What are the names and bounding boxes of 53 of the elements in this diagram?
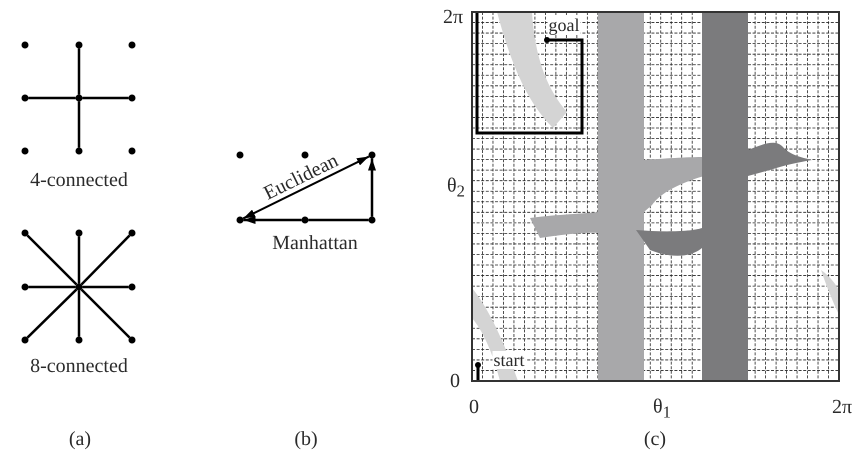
grid-point: [236, 216, 244, 224]
caption-label: 4-connected: [30, 170, 128, 190]
grid-point: [236, 152, 244, 158]
axis-label: 2π: [442, 7, 464, 27]
connector-line: [26, 234, 78, 286]
connector-line: [78, 102, 80, 148]
panel-label: (c): [644, 429, 666, 449]
panel-label: (b): [294, 429, 318, 449]
grid-point: [302, 152, 308, 158]
grid-point: [128, 148, 136, 154]
grid-point: [76, 148, 82, 154]
grid-point: [128, 94, 136, 102]
grid-point: [22, 148, 28, 154]
grid-point: [76, 94, 82, 102]
grid-point: [128, 336, 136, 344]
grid-point: [128, 284, 136, 290]
connector-line: [78, 236, 80, 284]
grid-point: [76, 42, 82, 48]
grid-point: [22, 230, 28, 236]
connector-line: [80, 234, 130, 286]
axis-label: start: [492, 351, 526, 369]
connector-line: [26, 288, 78, 338]
connector-line: [28, 286, 76, 288]
panel-label: (a): [68, 429, 92, 449]
grid-point: [22, 42, 28, 48]
grid-point: [302, 216, 308, 224]
grid-point: [368, 152, 376, 158]
caption-label: 8-connected: [30, 356, 128, 376]
grid-point: [128, 230, 136, 236]
grid-point: [368, 216, 376, 224]
connector-line: [82, 96, 128, 100]
connector-line: [78, 48, 80, 94]
grid-point: [22, 284, 28, 290]
axis-label: θ$_{1}$: [653, 396, 671, 422]
connector-line: [28, 96, 76, 100]
axis-label: 0: [450, 371, 460, 391]
connector-line: [308, 218, 368, 222]
arrow: [368, 158, 376, 216]
arrow: [242, 156, 370, 220]
axis-label: θ$_{2}$: [447, 176, 465, 200]
caption-label: Manhattan: [272, 233, 358, 253]
grid-point: [76, 336, 82, 344]
connector-line: [82, 286, 128, 288]
axis-label: 2π: [832, 397, 852, 417]
grid-point: [76, 230, 82, 236]
arrow: [244, 216, 302, 224]
grid-point: [22, 94, 28, 102]
grid-point: [22, 336, 28, 344]
connector-line: [80, 288, 130, 338]
axis-label: 0: [469, 397, 479, 417]
axis-label: goal: [548, 16, 580, 34]
grid-point: [128, 42, 136, 48]
connector-line: [78, 290, 80, 336]
